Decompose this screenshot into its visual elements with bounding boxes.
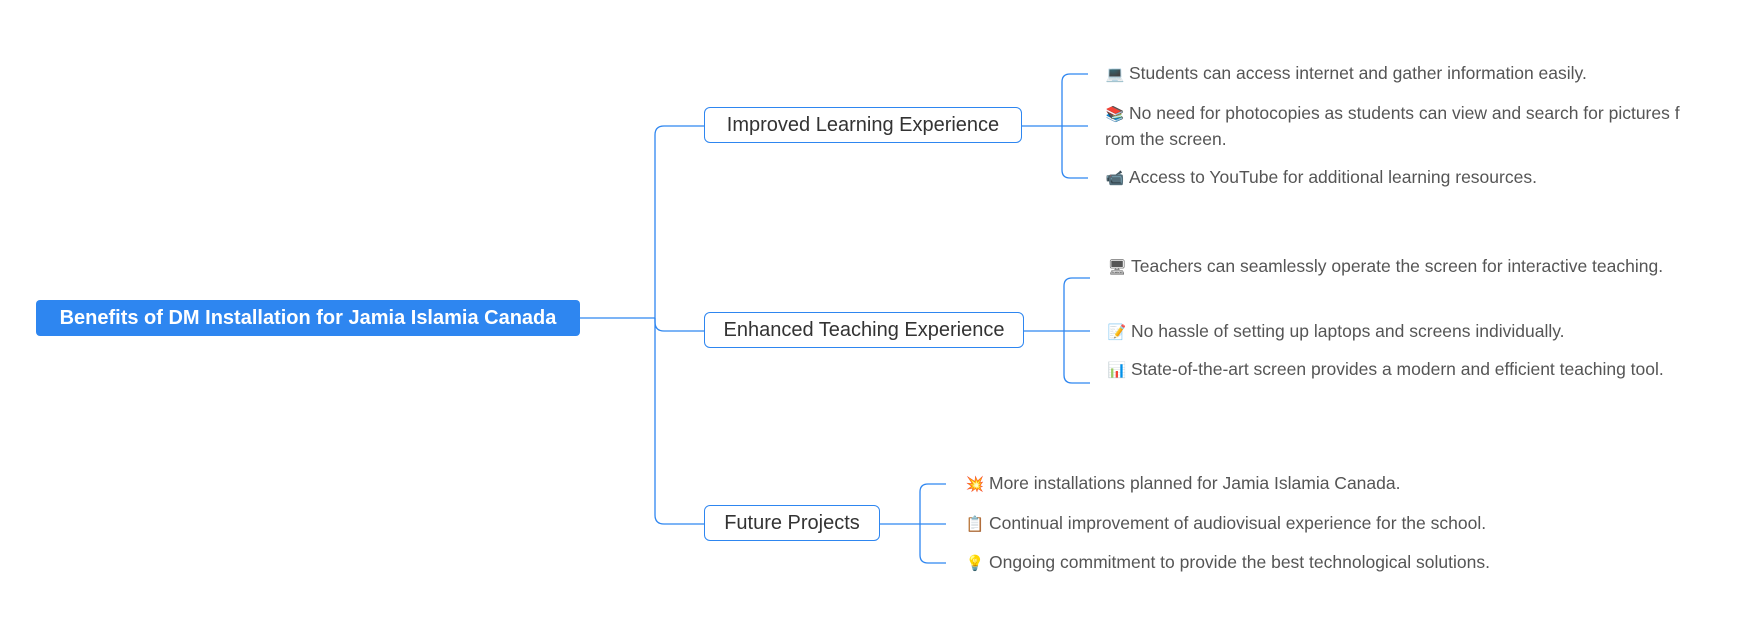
monitor-icon: 🖥 <box>1107 259 1127 276</box>
connector-teaching-leaf-0 <box>1063 277 1090 331</box>
bar-chart-icon: 📊 <box>1107 362 1127 379</box>
leaf-youtube-access[interactable]: 📹Access to YouTube for additional learni… <box>1105 165 1685 191</box>
leaf-text: Students can access internet and gather … <box>1129 63 1587 83</box>
laptop-icon: 💻 <box>1105 66 1125 83</box>
connector-learning-leaf-2 <box>1061 126 1088 179</box>
connector-future-leaf-0 <box>919 483 946 524</box>
connector-future-leaf-2 <box>919 524 946 564</box>
branch-future-projects[interactable]: Future Projects <box>704 505 880 541</box>
leaf-text: Teachers can seamlessly operate the scre… <box>1131 256 1664 276</box>
leaf-no-photocopies[interactable]: 📚No need for photocopies as students can… <box>1105 101 1685 152</box>
leaf-text: Ongoing commitment to provide the best t… <box>989 552 1490 572</box>
leaf-more-installations[interactable]: 💥More installations planned for Jamia Is… <box>965 471 1565 497</box>
connector-branch-2 <box>654 318 704 525</box>
leaf-no-setup-hassle[interactable]: 📝No hassle of setting up laptops and scr… <box>1107 319 1687 345</box>
leaf-text: State-of-the-art screen provides a moder… <box>1131 359 1664 379</box>
root-topic[interactable]: Benefits of DM Installation for Jamia Is… <box>36 300 580 336</box>
books-icon: 📚 <box>1105 106 1125 123</box>
connector-branch-1 <box>654 318 704 332</box>
leaf-text: No need for photocopies as students can … <box>1105 103 1680 149</box>
lightbulb-icon: 💡 <box>965 555 985 572</box>
leaf-ongoing-commitment[interactable]: 💡Ongoing commitment to provide the best … <box>965 550 1565 576</box>
leaf-continual-improvement[interactable]: 📋Continual improvement of audiovisual ex… <box>965 511 1565 537</box>
branch-improved-learning-experience[interactable]: Improved Learning Experience <box>704 107 1022 143</box>
connector-learning-leaf-0 <box>1061 73 1088 126</box>
leaf-text: More installations planned for Jamia Isl… <box>989 473 1401 493</box>
connector-branch-0 <box>654 125 704 318</box>
leaf-text: No hassle of setting up laptops and scre… <box>1131 321 1565 341</box>
video-camera-icon: 📹 <box>1105 170 1125 187</box>
sparkle-icon: 💥 <box>965 476 985 493</box>
leaf-internet-access[interactable]: 💻Students can access internet and gather… <box>1105 61 1685 87</box>
leaf-text: Access to YouTube for additional learnin… <box>1129 167 1537 187</box>
leaf-interactive-teaching[interactable]: 🖥Teachers can seamlessly operate the scr… <box>1107 254 1687 280</box>
leaf-modern-screen[interactable]: 📊State-of-the-art screen provides a mode… <box>1107 357 1687 383</box>
connector-teaching-leaf-2 <box>1063 331 1090 384</box>
branch-enhanced-teaching-experience[interactable]: Enhanced Teaching Experience <box>704 312 1024 348</box>
clipboard-icon: 📋 <box>965 516 985 533</box>
leaf-text: Continual improvement of audiovisual exp… <box>989 513 1487 533</box>
memo-icon: 📝 <box>1107 324 1127 341</box>
